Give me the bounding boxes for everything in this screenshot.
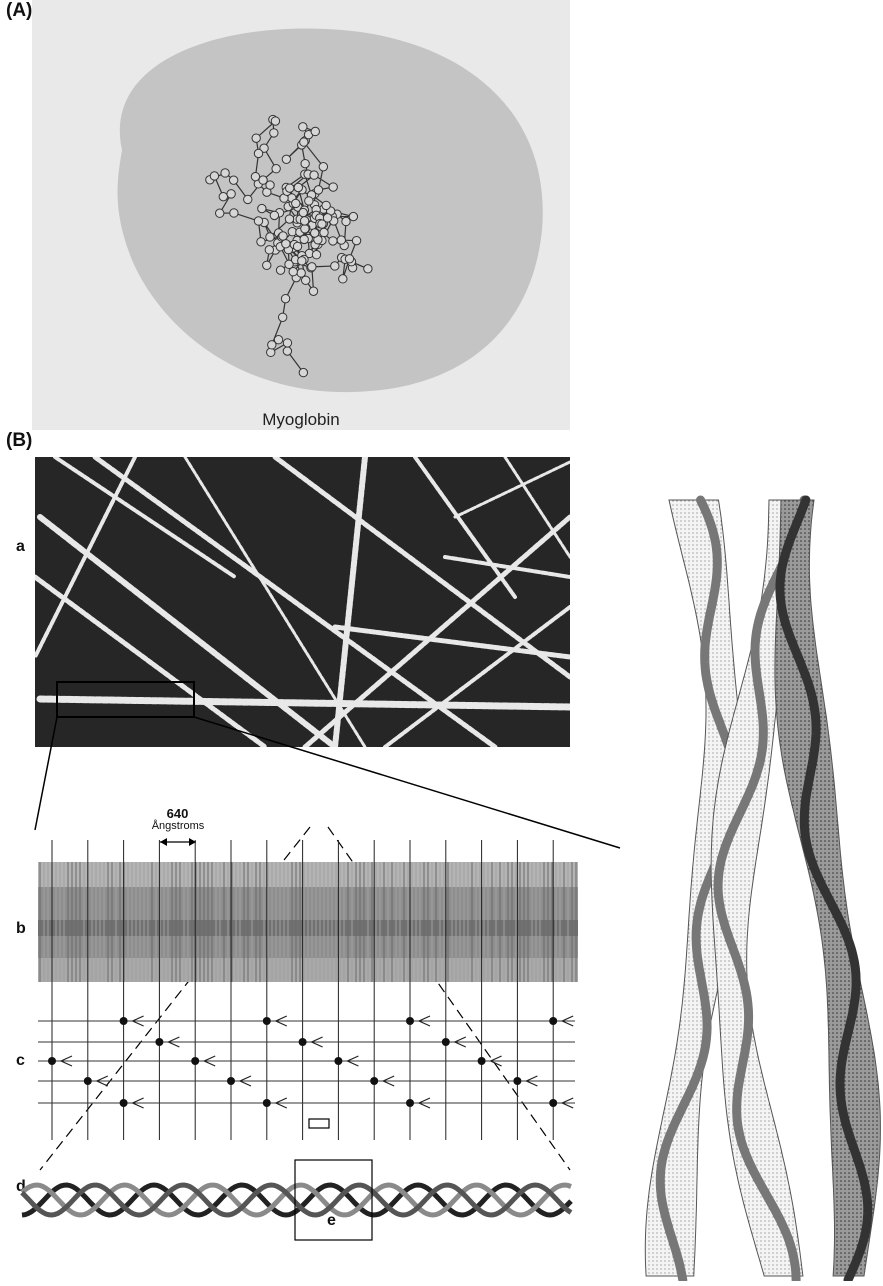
band-dot (155, 1038, 163, 1046)
band-dot (406, 1017, 414, 1025)
small-zoom-box (309, 1119, 329, 1128)
band-dot (263, 1017, 271, 1025)
band-dot (299, 1038, 307, 1046)
triple-helix-illustration (620, 480, 883, 1281)
band-dot (334, 1057, 342, 1065)
band-dot (442, 1038, 450, 1046)
band-dot (120, 1017, 128, 1025)
triple-helix-strands (22, 1185, 571, 1215)
band-dot (191, 1057, 199, 1065)
band-dot (478, 1057, 486, 1065)
band-dot (513, 1077, 521, 1085)
band-dot (549, 1099, 557, 1107)
band-dot (227, 1077, 235, 1085)
band-dot (120, 1099, 128, 1107)
band-dot (84, 1077, 92, 1085)
band-dot (549, 1017, 557, 1025)
twisted-ribbons (620, 480, 883, 1281)
band-dot (48, 1057, 56, 1065)
band-dot (263, 1099, 271, 1107)
band-dot (370, 1077, 378, 1085)
band-dot (406, 1099, 414, 1107)
